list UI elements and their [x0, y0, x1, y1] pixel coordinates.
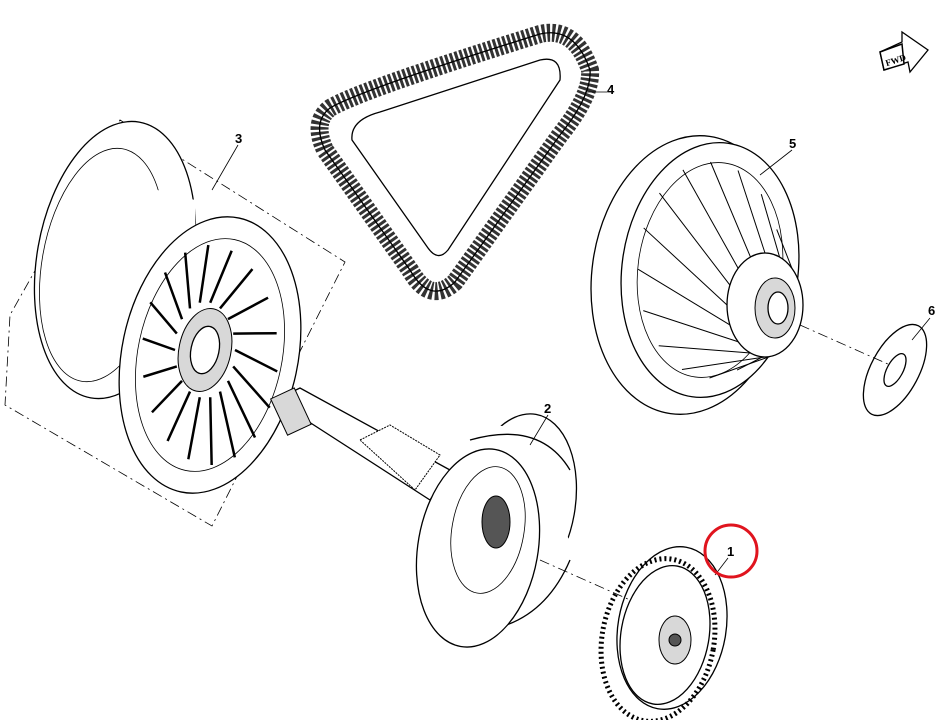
clutch-drum — [415, 413, 585, 648]
sheave-rib — [681, 356, 766, 370]
sheave-rib — [737, 170, 766, 254]
sheave-rib — [643, 227, 728, 306]
fan-vane — [142, 365, 178, 378]
fan-vane — [232, 365, 271, 409]
sheave-rib — [643, 310, 739, 343]
fan-vane — [142, 337, 176, 352]
fan-vane — [219, 268, 254, 310]
callout-3[interactable]: 3 — [235, 131, 242, 146]
sheave-rib — [682, 169, 739, 269]
driven-clutch — [590, 135, 804, 415]
callout-4[interactable]: 4 — [607, 82, 615, 97]
fan-vane — [166, 391, 192, 442]
fan-vane — [226, 380, 257, 439]
callout-2[interactable]: 2 — [544, 401, 551, 416]
fan-vane — [187, 397, 202, 460]
drive-clutch — [4, 119, 346, 527]
fan-vane — [149, 301, 178, 335]
fwd-arrow-icon: FWD — [879, 30, 929, 74]
callout-5[interactable]: 5 — [789, 136, 796, 151]
fan-vane — [183, 252, 192, 309]
fan-vane — [218, 391, 237, 458]
fan-vane — [234, 348, 278, 373]
callout-6[interactable]: 6 — [928, 303, 935, 318]
drive-shaft — [270, 387, 451, 501]
highlight-circle — [703, 523, 759, 579]
drive-belt — [310, 23, 600, 300]
sheave-rib — [710, 161, 751, 258]
fan-vane — [151, 379, 183, 414]
sheave-rib — [637, 268, 731, 326]
fan-vane — [208, 397, 213, 465]
clutch-assembly — [598, 546, 728, 720]
callout-1[interactable]: 1 — [727, 544, 734, 559]
sheave-rib — [658, 345, 751, 354]
sheave-rib — [659, 192, 731, 286]
fan-vane — [209, 250, 233, 304]
sheave-rib — [776, 229, 793, 269]
fan-vane — [227, 296, 269, 321]
fan-vane — [198, 244, 210, 303]
fan-vane — [163, 272, 184, 320]
washer — [862, 323, 928, 417]
sheave-rib — [760, 194, 781, 258]
